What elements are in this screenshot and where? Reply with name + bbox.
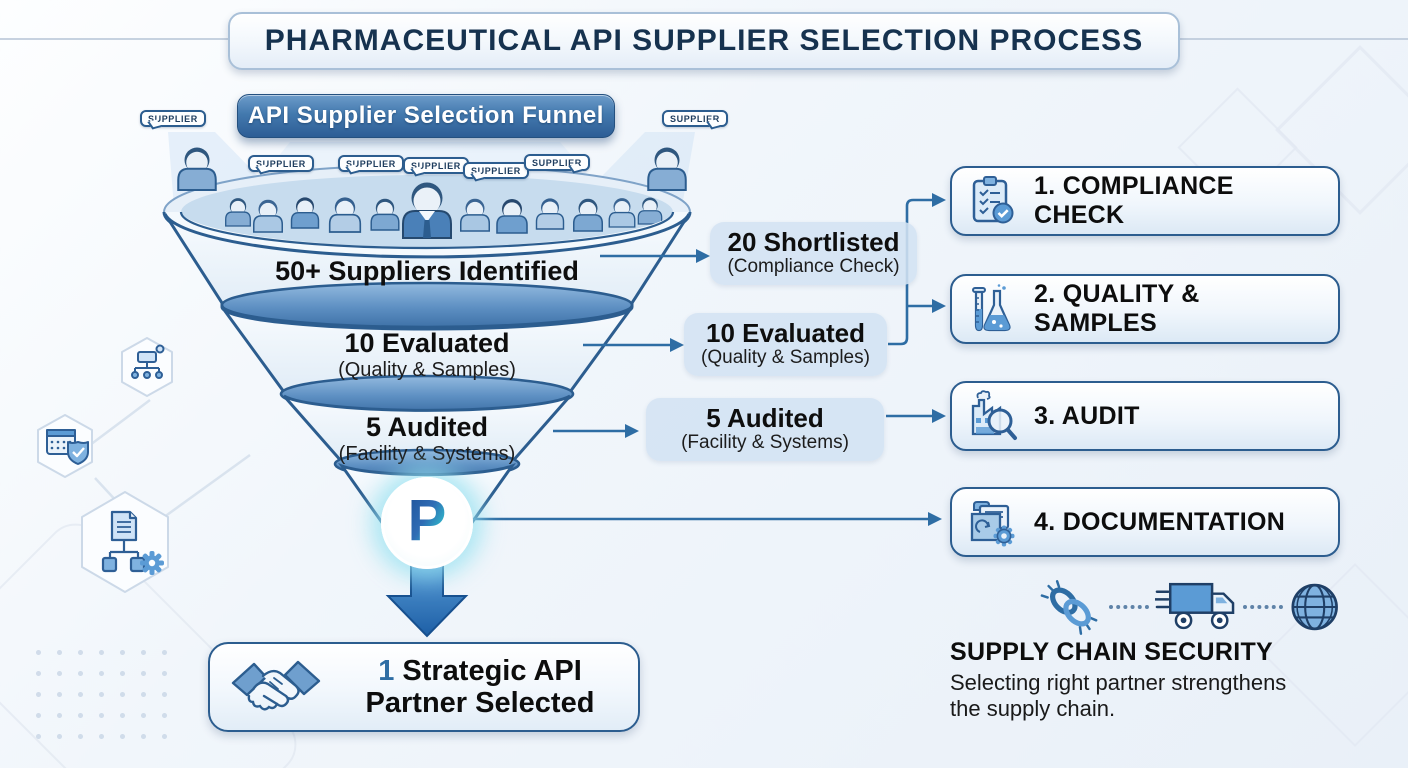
company-logo-badge: P [381, 477, 473, 569]
step-card-quality: 2. QUALITY & SAMPLES [950, 274, 1340, 344]
light-cone [530, 132, 695, 250]
funnel-stage-1: 50+ Suppliers Identified [275, 256, 579, 286]
logo-letter: P [407, 488, 447, 553]
truck-icon [1154, 582, 1235, 630]
supplier-crowd [225, 182, 663, 239]
result-text: 1 Strategic API Partner Selected [365, 654, 595, 719]
chain-link-icon [1040, 580, 1098, 635]
funnel-header-label: API Supplier Selection Funnel [248, 102, 604, 129]
funnel-stage-3: 5 Audited (Facility & Systems) [338, 412, 516, 465]
supplier-bubble: SUPPLIER [403, 157, 469, 174]
supply-chain-icons [1040, 578, 1340, 636]
step-label: 2. QUALITY & SAMPLES [1034, 280, 1200, 337]
central-person [402, 182, 452, 239]
dotted-connector [1108, 605, 1149, 609]
supply-chain-heading: SUPPLY CHAIN SECURITY [950, 638, 1274, 666]
supplier-bubble: SUPPLIER [662, 110, 728, 127]
clipboard-check-icon [966, 175, 1018, 227]
title-banner: PHARMACEUTICAL API SUPPLIER SELECTION PR… [228, 12, 1180, 70]
factory-magnifier-icon [966, 390, 1018, 442]
title-rule-left [0, 38, 230, 40]
globe-icon [1291, 583, 1338, 631]
supplier-bubble: SUPPLIER [140, 110, 206, 127]
supplier-bubble: SUPPLIER [338, 155, 404, 172]
funnel-stage-2: 10 Evaluated (Quality & Samples) [338, 328, 516, 381]
step-card-documentation: 4. DOCUMENTATION [950, 487, 1340, 557]
title-rule-right [1178, 38, 1408, 40]
supplier-bubble: SUPPLIER [463, 162, 529, 179]
funnel-band [220, 281, 634, 329]
page-title: PHARMACEUTICAL API SUPPLIER SELECTION PR… [264, 24, 1144, 57]
testtube-flask-icon [966, 283, 1018, 335]
folder-gear-icon [966, 496, 1018, 548]
result-box: 1 Strategic API Partner Selected [208, 642, 640, 732]
decor-hex-links [89, 399, 251, 522]
supplier-person [647, 146, 687, 191]
callout-shortlisted: 20 Shortlisted (Compliance Check) [710, 222, 917, 285]
supply-chain-body: Selecting right partner strengthens the … [950, 670, 1287, 721]
supplier-person [177, 146, 217, 191]
step-card-compliance: 1. COMPLIANCE CHECK [950, 166, 1340, 236]
step-label: 3. AUDIT [1034, 401, 1140, 430]
org-chart-icon [131, 344, 165, 379]
decor-dot-grid [28, 642, 178, 752]
calendar-shield-icon [46, 429, 89, 465]
dotted-connector [1242, 605, 1283, 609]
handshake-icon [230, 656, 322, 718]
step-label: 4. DOCUMENTATION [1034, 507, 1286, 536]
callout-audited: 5 Audited (Facility & Systems) [646, 398, 884, 461]
funnel-header: API Supplier Selection Funnel [237, 94, 615, 138]
supplier-bubble: SUPPLIER [248, 155, 314, 172]
supplier-bubble: SUPPLIER [524, 154, 590, 171]
callout-evaluated: 10 Evaluated (Quality & Samples) [684, 313, 887, 376]
step-label: 1. COMPLIANCE CHECK [1034, 172, 1234, 229]
step-card-audit: 3. AUDIT [950, 381, 1340, 451]
light-cone [168, 132, 330, 250]
